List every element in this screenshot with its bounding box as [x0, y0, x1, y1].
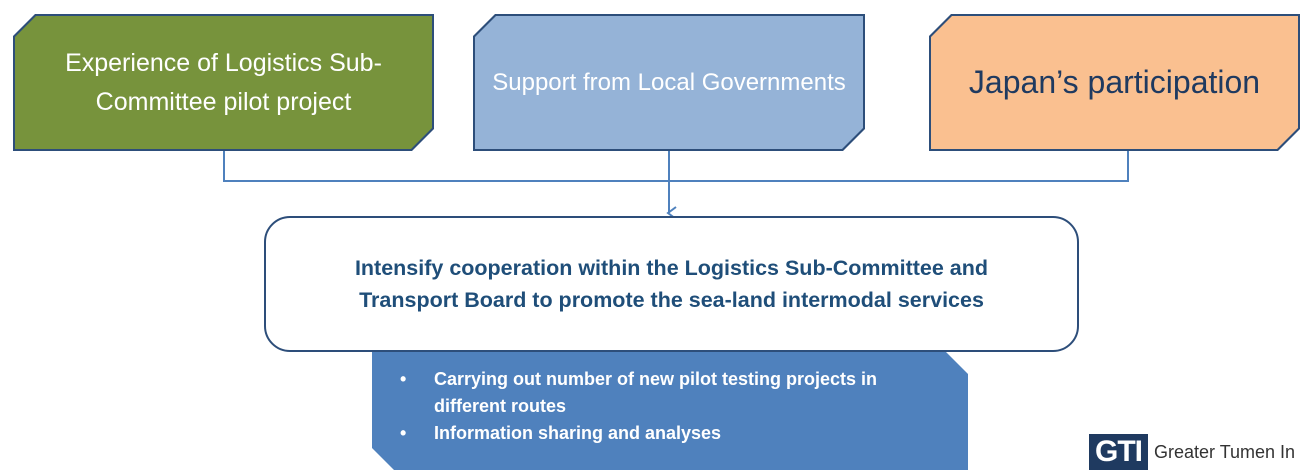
list-item: • Carrying out number of new pilot testin… — [396, 366, 948, 420]
japan-participation-text: Japan’s participation — [968, 64, 1261, 100]
gti-logo-text: Greater Tumen In — [1154, 441, 1296, 462]
actions-list: • Carrying out number of new pilot testin… — [396, 366, 948, 447]
cooperation-box: Intensify cooperation within the Logisti… — [264, 216, 1079, 352]
logistics-experience-text: Experience of Logistics Sub-Committee pi… — [65, 48, 382, 116]
bullet-icon: • — [400, 423, 407, 443]
logistics-experience-box: Experience of Logistics Sub-Committee pi… — [13, 14, 434, 151]
actions-box: • Carrying out number of new pilot testin… — [372, 352, 968, 470]
local-support-text: Support from Local Governments — [492, 68, 846, 96]
local-support-box: Support from Local Governments — [473, 14, 865, 151]
bullet-icon: • — [400, 369, 407, 389]
connector-left — [223, 151, 669, 182]
japan-participation-box: Japan’s participation — [929, 14, 1300, 151]
connector-right — [669, 151, 1129, 182]
gti-logo-mark: GTI — [1089, 434, 1148, 470]
action-text: Carrying out number of new pilot testing… — [434, 369, 878, 416]
list-item: • Information sharing and analyses — [396, 420, 948, 447]
action-text: Information sharing and analyses — [434, 423, 722, 443]
cooperation-text: Intensify cooperation within the Logisti… — [354, 255, 989, 312]
gti-logo: GTI Greater Tumen In — [1089, 432, 1295, 472]
